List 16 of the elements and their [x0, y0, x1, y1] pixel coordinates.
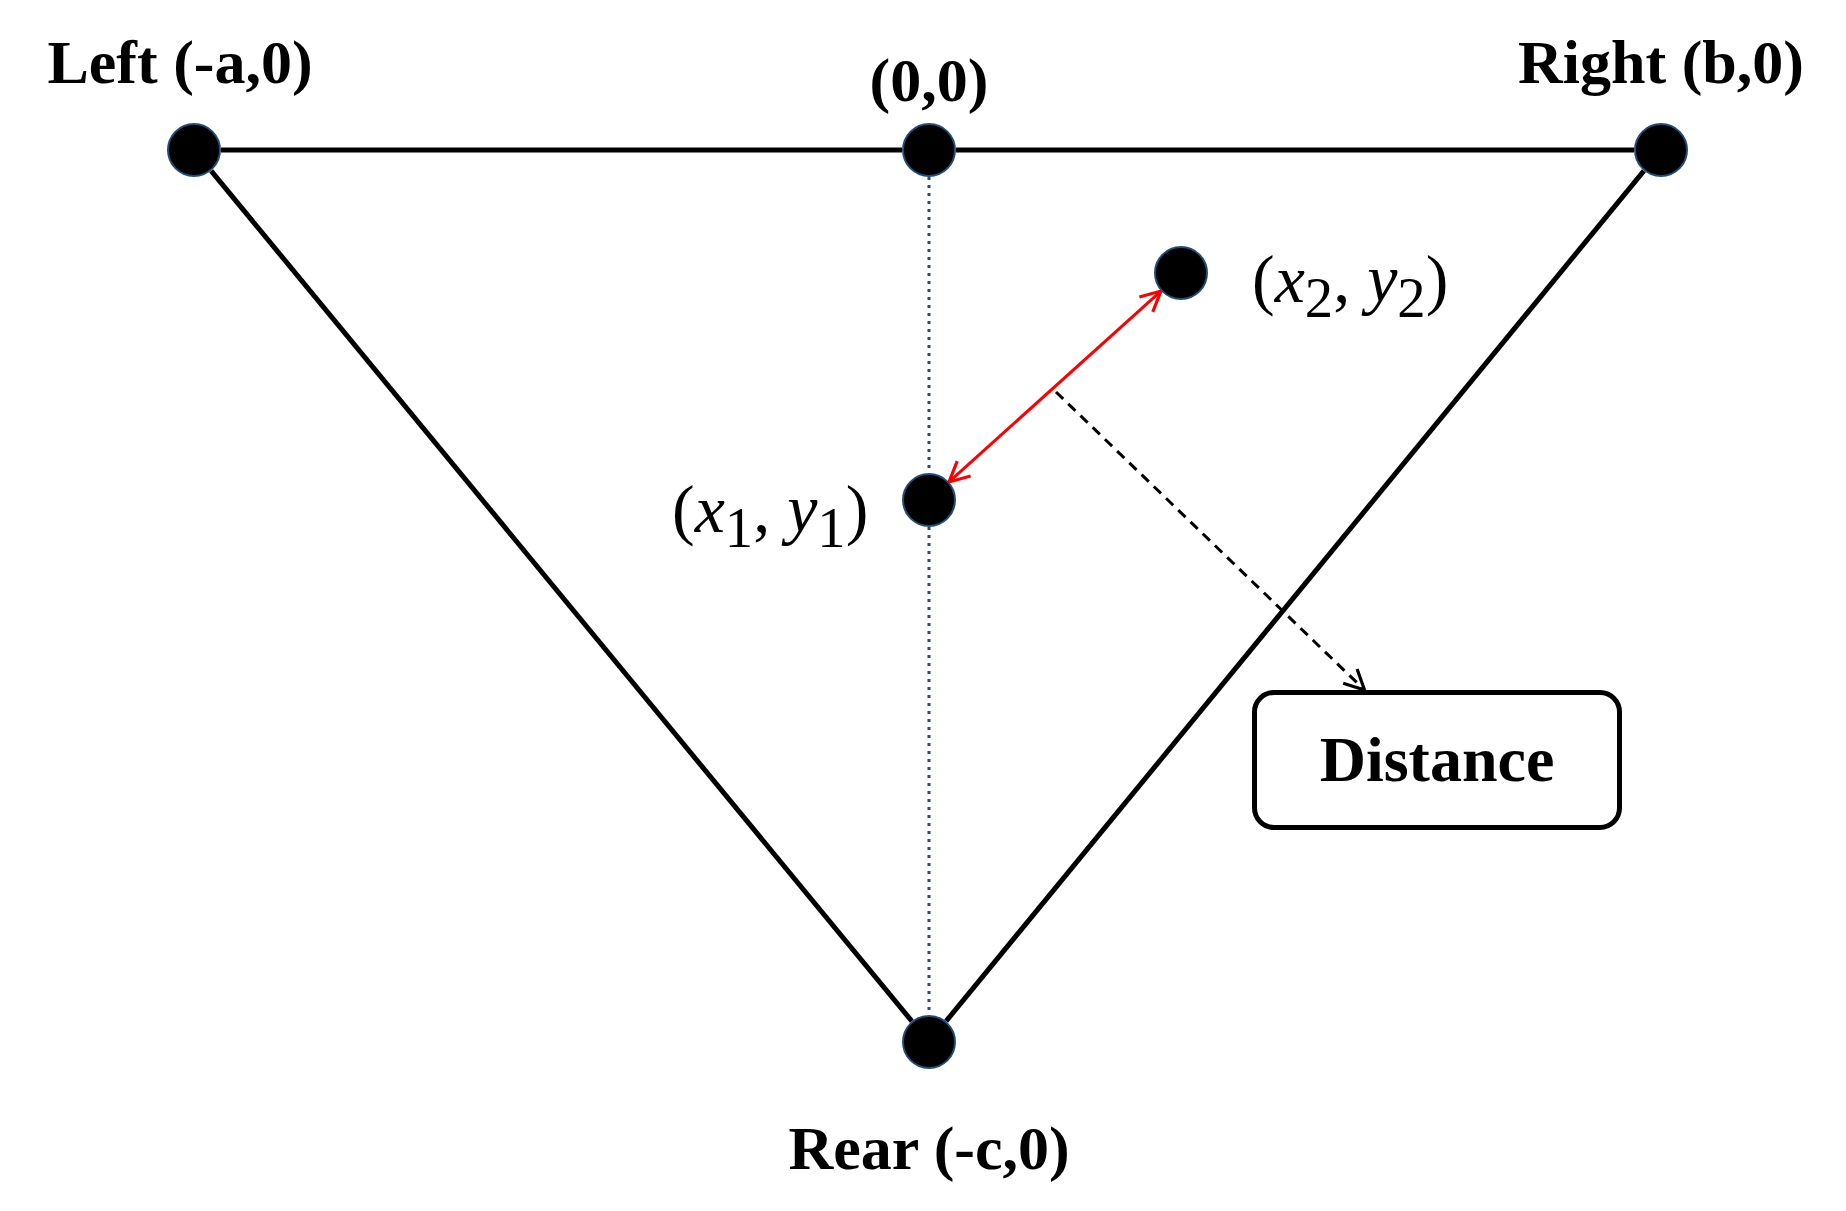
- line: [221, 147, 902, 153]
- arrow: [1054, 390, 1367, 692]
- point-dot: [902, 123, 956, 177]
- line: [956, 147, 1634, 153]
- line: [944, 169, 1646, 1023]
- line: [209, 169, 914, 1023]
- box-text: Distance: [1319, 723, 1555, 797]
- point-dot: [902, 473, 956, 527]
- arrow: [947, 289, 1163, 484]
- point-label: (x$_{1}$, y$_{1}$): [672, 474, 869, 556]
- point-dot: [1154, 246, 1208, 300]
- point-dot: [902, 1015, 956, 1069]
- point-dot: [167, 123, 221, 177]
- point-dot: [1634, 123, 1688, 177]
- label-box: [1252, 690, 1622, 830]
- point-label: (x$_{2}$, y$_{2}$): [1252, 244, 1449, 326]
